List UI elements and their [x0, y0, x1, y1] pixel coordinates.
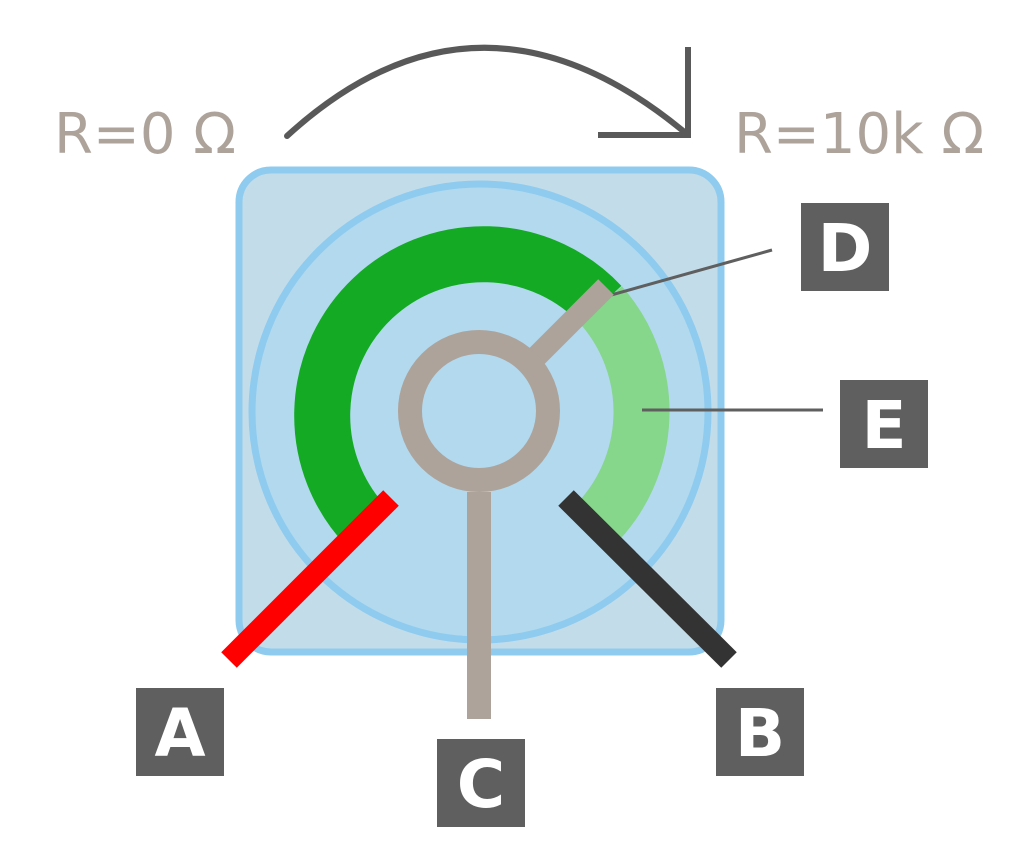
leader-line-d — [603, 248, 773, 299]
callout-a: A — [136, 688, 224, 776]
resistance-start-label: R=0 Ω — [54, 102, 236, 167]
resistive-track-used — [294, 226, 622, 546]
callout-c: C — [437, 739, 525, 827]
callout-a-box — [136, 688, 224, 776]
callout-e-label: E — [861, 387, 906, 464]
rotation-arc — [284, 44, 691, 139]
callout-d-label: D — [818, 210, 873, 287]
callout-e-box — [840, 380, 928, 468]
rotation-arrow — [284, 44, 691, 139]
callout-a-label: A — [154, 695, 205, 772]
callout-b-label: B — [735, 695, 785, 772]
shaft-ring — [398, 330, 560, 492]
pin-a — [221, 490, 399, 668]
wiper-arm — [525, 279, 614, 368]
callout-b: B — [716, 688, 804, 776]
pin-b — [558, 490, 737, 668]
callout-c-label: C — [457, 746, 505, 823]
callout-e: E — [840, 380, 928, 468]
resistive-track-remaining — [573, 286, 670, 546]
callout-c-box — [437, 739, 525, 827]
resistance-end-label: R=10k Ω — [734, 102, 984, 167]
callout-b-box — [716, 688, 804, 776]
callout-d: D — [801, 203, 889, 291]
callout-d-box — [801, 203, 889, 291]
